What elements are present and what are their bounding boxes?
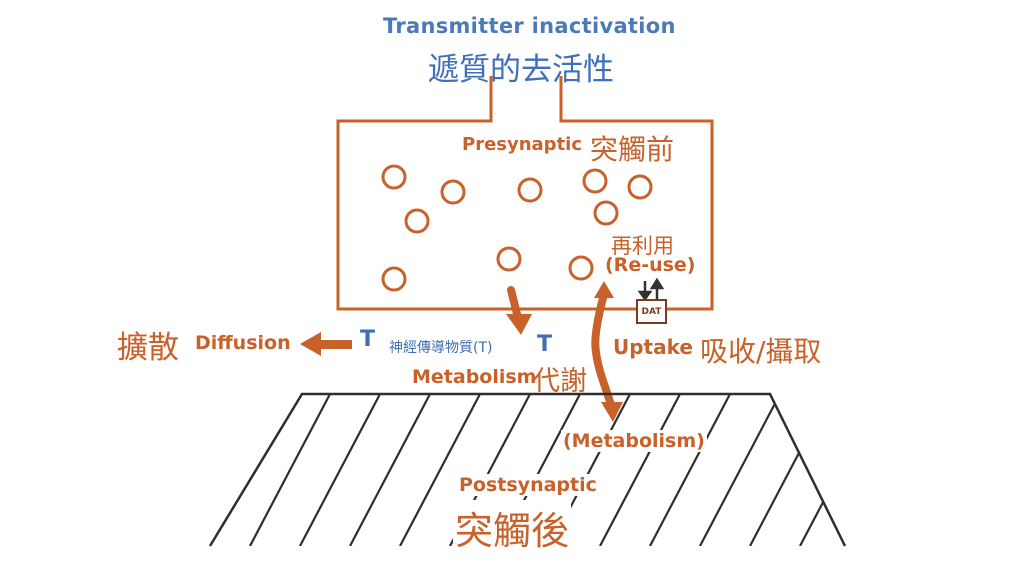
presynaptic-terminal [336,76,714,311]
vesicle [517,177,543,203]
vesicle [381,164,407,190]
uptake-curve-arrow [591,294,615,409]
vesicle [381,266,407,292]
vesicle [568,255,594,281]
presynaptic-label-zh: 突觸前 [590,133,675,166]
dat-arrows [637,277,665,302]
vesicle [496,246,522,272]
title-en: Transmitter inactivation [383,14,676,38]
transmitter-symbol-right: T [537,332,553,357]
postsynaptic-label-zh: 突觸後 [453,500,572,555]
vesicle [593,200,619,226]
release-arrowhead [506,314,532,335]
diffusion-label-en: Diffusion [195,332,291,354]
vesicle [404,208,430,234]
dat-transporter: DAT [636,299,667,324]
diffusion-label-zh: 擴散 [117,330,179,366]
transmitter-symbol-left: T [360,327,376,352]
metabolism-paren-label: (Metabolism) [561,430,707,452]
dat-label: DAT [641,306,662,317]
uptake-label-zh: 吸收/攝取 [700,335,822,368]
reuse-label-en: (Re-use) [605,254,696,276]
postsynaptic-label-en: Postsynaptic [457,474,599,496]
vesicles [381,164,653,292]
reuse-label-zh: 再利用 [611,234,674,258]
metabolism-label-en: Metabolism [412,366,537,388]
presynaptic-label-en: Presynaptic [462,134,583,155]
transmitter-label: 神經傳導物質(T) [389,340,493,356]
uptake-arrowhead-up [594,281,614,298]
uptake-label-en: Uptake [613,335,693,359]
metabolism-label-zh: 代謝 [533,366,587,397]
vesicle [440,179,466,205]
diffusion-arrowhead [300,332,321,356]
vesicle [627,174,653,200]
release-arrow [507,286,522,322]
title-zh: 遞質的去活性 [428,52,614,88]
diffusion-arrow-shaft [316,340,352,349]
vesicle [582,168,608,194]
metabolism-arrowhead-down [601,402,623,422]
